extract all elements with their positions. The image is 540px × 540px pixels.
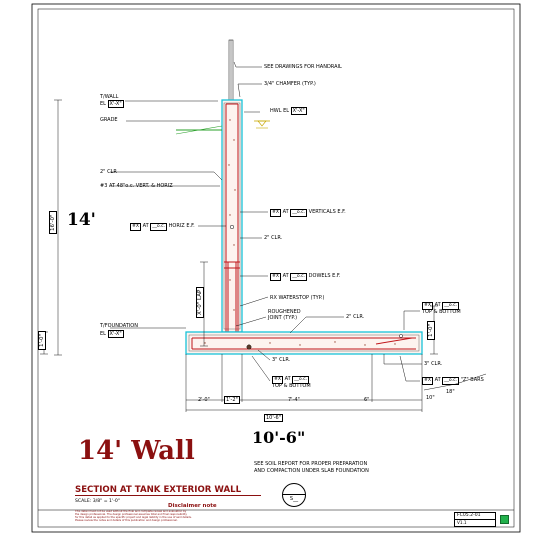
z-bars-note: #X AT __o.c. "Z" BARS	[422, 377, 484, 385]
concrete-hatch	[204, 119, 396, 346]
roughened-note-1: ROUGHENED	[268, 309, 301, 315]
height-big-label: 14'	[67, 210, 96, 230]
dim-2-0: 2'-0"	[198, 397, 210, 403]
soil-note-2: AND COMPACTION UNDER SLAB FOUNDATION	[254, 468, 369, 474]
section-title: SECTION AT TANK EXTERIOR WALL	[75, 485, 261, 496]
dim-6: 6"	[364, 397, 370, 403]
bar-tag: #X	[270, 273, 281, 281]
bar-tag: #X	[270, 209, 281, 217]
grade-line	[175, 125, 223, 135]
sheet-id: FC05.2-01	[455, 513, 495, 520]
disclaimer-line: This detail must not be used without the…	[75, 510, 187, 513]
width-big-label: 10'-6"	[252, 428, 306, 447]
dim-1-2: 1'-2"	[224, 396, 240, 404]
handrail-note: SEE DRAWINGS FOR HANDRAIL	[264, 64, 342, 70]
footing-thk-left-dim: 1'-0"	[38, 330, 46, 350]
handrail-post	[228, 39, 234, 101]
footing-section	[185, 331, 423, 355]
at-label: AT	[434, 302, 441, 308]
disclaimer-body: This detail must not be used without the…	[75, 510, 275, 522]
top-wall-el: EL	[100, 101, 106, 107]
top-wall-label: T/WALL	[100, 94, 119, 100]
bubble-divider	[283, 494, 305, 495]
spacing-box: __o.c.	[290, 273, 308, 281]
bar-tag: #X	[422, 377, 433, 385]
clr-3a-note: 3" CLR.	[272, 357, 291, 363]
disclaimer-line: for this detail as applied to the specif…	[75, 516, 192, 520]
dowels-note: #X AT __o.c. DOWELS E.F.	[270, 273, 341, 281]
clr-2-note: 2" CLR	[100, 169, 117, 175]
bar-tag: #X	[130, 223, 141, 231]
at-label: AT	[142, 223, 149, 229]
top-foundation-value: X'-X"	[107, 330, 124, 338]
verticals-note: #X AT __o.c. VERTICALS E.F.	[270, 209, 346, 217]
version: V1.1	[457, 520, 467, 525]
at-label: AT	[434, 377, 441, 383]
scale-note: SCALE: 3/8" = 1'-0"	[75, 499, 120, 504]
z-bars-label: "Z" BARS	[460, 377, 484, 383]
grade-note: GRADE	[100, 117, 118, 123]
angle-left-dim: 10"	[426, 395, 435, 401]
hwl-value: X'-X"	[290, 107, 307, 115]
top-foundation-label: T/FOUNDATION	[100, 323, 138, 329]
chamfer-note: 3/4" CHAMFER (TYP.)	[264, 81, 316, 87]
overall-dim: 10'-6"	[264, 414, 284, 422]
hwl-note: HWL EL X'-X"	[270, 107, 307, 115]
wall-title: 14' Wall	[78, 436, 195, 466]
disclaimer-title: Disclaimer note	[168, 503, 217, 509]
bottom-bars-note: #X AT __o.c.	[272, 376, 310, 384]
bars-vh-note: #3 AT 48"o.c. VERT. & HORIZ	[100, 183, 173, 189]
spacing-box: __o.c.	[442, 377, 460, 385]
lap-dim: X'-0" LAP	[196, 286, 204, 318]
top-bars-note: #X AT __o.c.	[422, 302, 460, 310]
wall-height-dim: 16'-0"	[49, 211, 57, 234]
section-bubble: S__	[282, 483, 306, 507]
rebar-dot-end	[399, 334, 403, 338]
verticals-label: VERTICALS E.F.	[308, 209, 346, 215]
at-label: AT	[282, 273, 289, 279]
sheet-id-block: FC05.2-01 V1.1	[454, 512, 496, 527]
spacing-box: __o.c.	[292, 376, 310, 384]
dim-7-4: 7'-4"	[288, 397, 300, 403]
bubble-bottom: S__	[289, 496, 299, 502]
disclaimer-line: Please review the notes and details of t…	[75, 519, 178, 523]
top-foundation-el: EL	[100, 331, 106, 337]
angle-right-dim: 18"	[446, 389, 455, 395]
water-level-mark	[254, 120, 270, 129]
horiz-note: #X AT __o.c. HORIZ E.F.	[130, 223, 195, 231]
rebar-dot-footing	[246, 344, 252, 350]
dowels-label: DOWELS E.F.	[308, 273, 341, 279]
top-bottom-note: TOP & BOTTOM	[422, 309, 461, 315]
top-bottom-2-note: TOP & BOTTOM	[272, 383, 311, 389]
at-label: AT	[284, 376, 291, 382]
spacing-box: __o.c.	[290, 209, 308, 217]
hwl-label: HWL EL	[270, 108, 290, 114]
disclaimer-line: the design professional. The design prof…	[75, 513, 187, 517]
clr-2b-note: 2" CLR.	[264, 235, 283, 241]
waterstop-note: RX WATERSTOP (TYP.)	[270, 295, 325, 301]
roughened-note-2: JOINT (TYP.)	[268, 315, 298, 321]
top-wall-value: X'-X"	[107, 100, 124, 108]
spacing-box: __o.c.	[442, 302, 460, 310]
rebar-dot-wall	[229, 224, 235, 230]
spacing-box: __o.c.	[150, 223, 168, 231]
status-square	[500, 515, 509, 524]
soil-note-1: SEE SOIL REPORT FOR PROPER PREPARATION	[254, 461, 368, 467]
horiz-label: HORIZ E.F.	[168, 223, 195, 229]
at-label: AT	[282, 209, 289, 215]
wall-section	[214, 99, 250, 348]
clr-2c-note: 2" CLR.	[346, 314, 365, 320]
top-foundation-elevation: EL X'-X"	[100, 330, 124, 338]
outer-border	[31, 3, 521, 533]
leader-lines	[110, 61, 422, 382]
top-wall-elevation: EL X'-X"	[100, 100, 124, 108]
inner-border	[37, 8, 515, 528]
clr-3b-note: 3" CLR.	[424, 361, 443, 367]
footing-thk-right-dim: 1'-0"	[427, 320, 435, 340]
